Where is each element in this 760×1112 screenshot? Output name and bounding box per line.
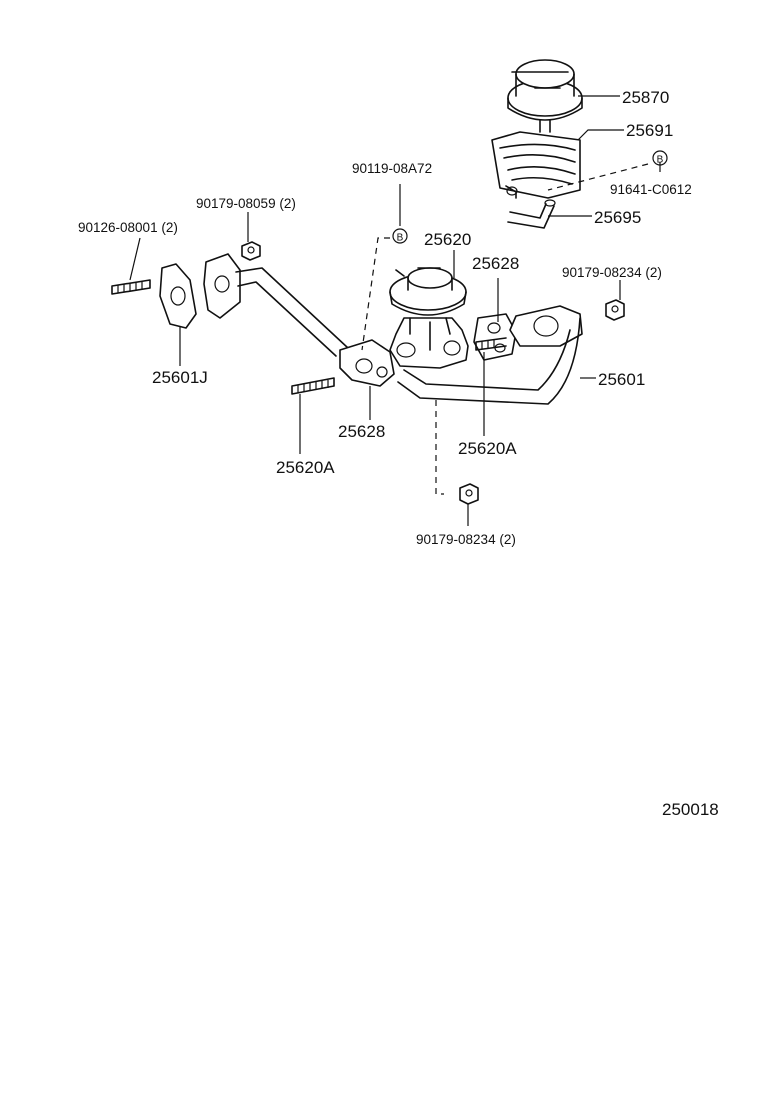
gasket-left-drawing bbox=[159, 263, 197, 329]
label-25628-top: 25628 bbox=[472, 254, 519, 273]
stud-left-drawing bbox=[111, 279, 151, 295]
label-25870: 25870 bbox=[622, 88, 669, 107]
nut-top-left-drawing bbox=[241, 241, 261, 261]
label-25691: 25691 bbox=[626, 121, 673, 140]
egr-pipe-right-drawing bbox=[397, 305, 583, 405]
nut-bottom-drawing bbox=[459, 483, 479, 505]
marker-b-middle-text: B bbox=[397, 233, 404, 244]
label-90179-08059: 90179-08059 (2) bbox=[196, 196, 296, 211]
label-25601: 25601 bbox=[598, 370, 645, 389]
leader-lines bbox=[129, 95, 661, 526]
label-90179-08234-right: 90179-08234 (2) bbox=[562, 265, 662, 280]
gasket-top-drawing bbox=[473, 313, 517, 361]
label-25620a-left: 25620A bbox=[276, 458, 335, 477]
label-25620: 25620 bbox=[424, 230, 471, 249]
stud-center-drawing bbox=[475, 337, 507, 351]
bracket-drawing bbox=[491, 131, 581, 199]
egr-pipe-left-drawing bbox=[203, 253, 395, 387]
label-25620a-right: 25620A bbox=[458, 439, 517, 458]
diagram-id: 250018 bbox=[662, 800, 719, 819]
label-25601j: 25601J bbox=[152, 368, 208, 387]
label-90179-08234-bottom: 90179-08234 (2) bbox=[416, 532, 516, 547]
marker-b-middle: B bbox=[392, 228, 408, 244]
label-90119-08a72: 90119-08A72 bbox=[352, 161, 432, 176]
label-90126-08001: 90126-08001 (2) bbox=[78, 220, 178, 235]
egr-valve-drawing bbox=[389, 267, 469, 369]
nut-right-drawing bbox=[605, 299, 625, 321]
hose-drawing bbox=[507, 199, 556, 229]
label-91641-c0612: 91641-C0612 bbox=[610, 182, 692, 197]
vacuum-modulator-drawing bbox=[507, 59, 583, 133]
label-25695: 25695 bbox=[594, 208, 641, 227]
marker-b-top: B bbox=[652, 150, 668, 166]
label-25628-bottom: 25628 bbox=[338, 422, 385, 441]
stud-bottom-drawing bbox=[291, 377, 335, 395]
marker-b-top-text: B bbox=[657, 155, 664, 166]
